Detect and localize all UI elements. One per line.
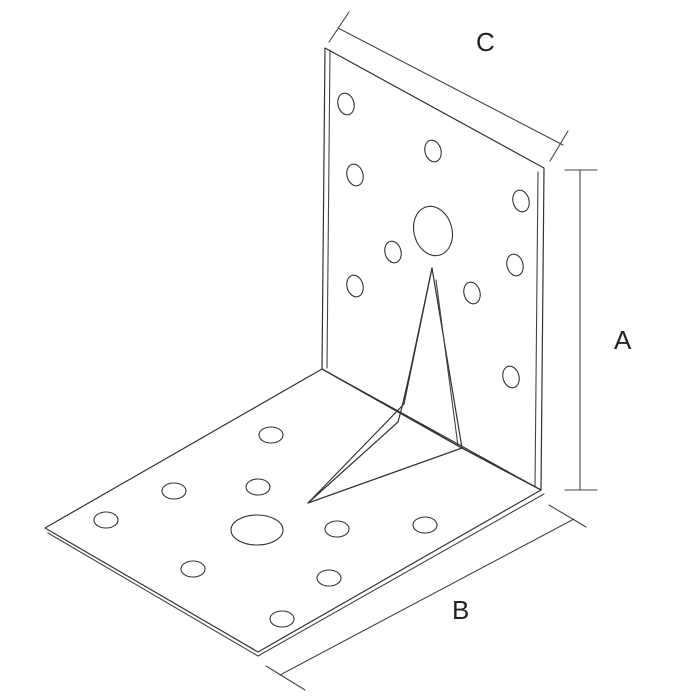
hole [463,281,481,305]
hole-large [412,205,454,257]
dimension-b-tick-left [265,665,306,691]
hole [384,240,402,264]
dimension-c-label: C [476,27,495,57]
vertical-plate-edge-thickness [326,49,331,369]
hole [506,253,524,277]
dimension-c-line [337,27,564,146]
horizontal-plate-holes [93,426,438,628]
hole [337,92,355,116]
hole [346,163,364,187]
bend-line [321,368,542,491]
hole [324,520,350,538]
dimension-c-tick-right [549,130,569,162]
dimension-b-label: B [452,595,469,625]
hole [161,482,187,500]
hole [269,610,295,628]
horizontal-plate-right-thickness [257,493,545,657]
hole [245,478,271,496]
hole [424,139,442,163]
horizontal-plate-outline [44,368,542,653]
dimension-a: A [564,169,632,491]
horizontal-plate-front-thickness [47,532,259,657]
dimension-c: C [328,11,569,162]
hole [258,426,284,444]
hole [512,189,530,213]
rib-ridge-lower [307,403,405,504]
hole [412,516,438,534]
dimension-b-line [279,518,575,676]
hole-large [230,514,284,546]
dimension-a-label: A [614,325,632,355]
vertical-plate-holes [337,92,530,389]
hole [316,569,342,587]
hole [502,365,520,389]
hole [180,560,206,578]
rib-inner-edge [435,279,459,447]
dimension-c-tick-left [328,11,350,43]
vertical-plate-right-thickness [534,171,539,488]
stiffening-rib [307,267,463,504]
dimension-b: B [265,504,587,691]
hole [346,274,364,298]
hole [93,511,119,529]
dimension-b-tick-right [548,504,587,528]
horizontal-plate [44,368,545,657]
rib-ridge [403,267,433,405]
